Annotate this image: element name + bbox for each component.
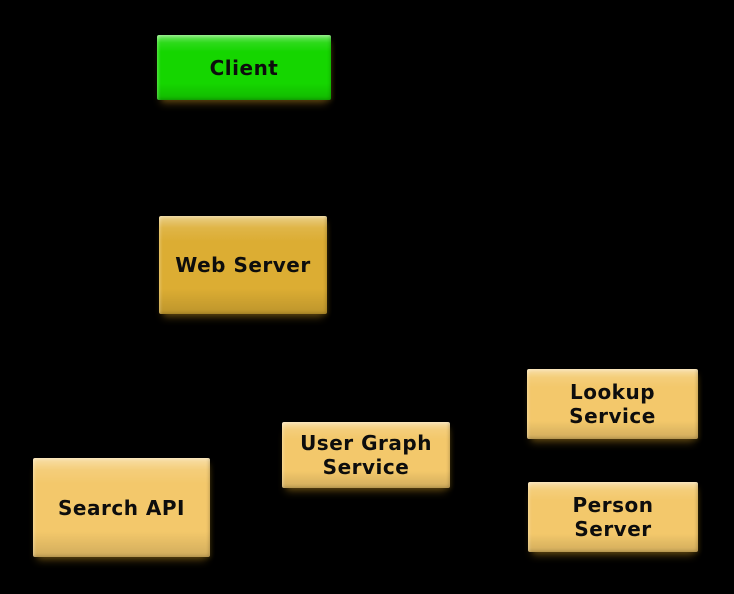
node-search-api: Search API — [33, 458, 210, 557]
node-user-graph-service: User Graph Service — [282, 422, 450, 488]
node-user-graph-service-label: User Graph Service — [300, 431, 432, 479]
node-client-label: Client — [209, 55, 279, 80]
node-web-server: Web Server — [159, 216, 327, 314]
node-web-server-label: Web Server — [175, 253, 311, 278]
node-search-api-label: Search API — [58, 495, 185, 520]
node-client: Client — [157, 35, 331, 100]
node-person-server: Person Server — [528, 482, 698, 552]
node-lookup-service: Lookup Service — [527, 369, 698, 439]
node-person-server-label: Person Server — [572, 493, 654, 541]
node-lookup-service-label: Lookup Service — [569, 380, 656, 428]
